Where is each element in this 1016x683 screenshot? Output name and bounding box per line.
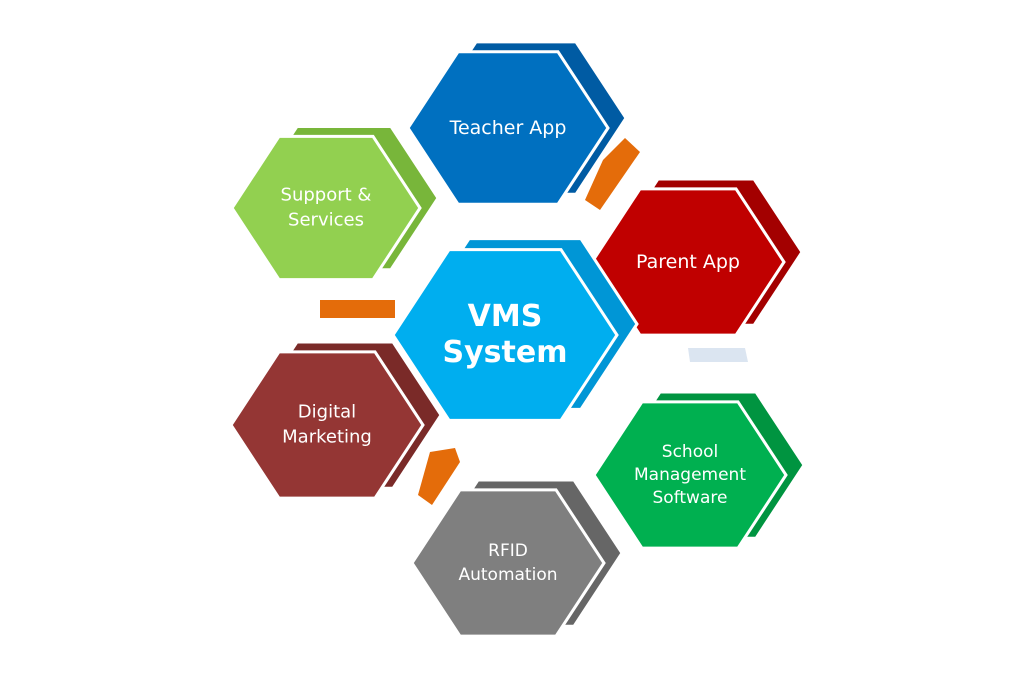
school-management-label-line: Management bbox=[634, 465, 746, 485]
digital-marketing-label-line: Marketing bbox=[282, 427, 372, 448]
parent-app-hexagon: Parent App bbox=[590, 177, 804, 337]
connector-2 bbox=[320, 300, 395, 318]
support-services-label-line: Support & bbox=[281, 185, 372, 206]
teacher-app-hexagon: Teacher App bbox=[406, 40, 628, 206]
digital-marketing-hexagon-face bbox=[229, 350, 425, 500]
connector-3 bbox=[418, 448, 460, 505]
school-management-label-line: School bbox=[662, 442, 718, 462]
rfid-automation-label-line: RFID bbox=[488, 541, 528, 561]
support-services-hexagon: Support & Services bbox=[230, 124, 440, 282]
parent-app-label-line: Parent App bbox=[636, 251, 740, 273]
support-services-label-line: Services bbox=[288, 210, 364, 231]
rfid-automation-label: RFID Automation bbox=[458, 541, 557, 585]
support-services-label: Support & Services bbox=[281, 185, 372, 231]
teacher-app-hexagon-face bbox=[406, 50, 610, 206]
school-management-label-line: Software bbox=[653, 488, 728, 508]
support-services-hexagon-face bbox=[230, 134, 422, 282]
rfid-automation-hexagon-face bbox=[410, 488, 606, 638]
school-management-hexagon-face bbox=[592, 400, 788, 550]
connector-4 bbox=[688, 348, 748, 362]
rfid-automation-hexagon: RFID Automation bbox=[410, 478, 624, 638]
center-label-line: System bbox=[443, 335, 568, 370]
connectors-layer bbox=[320, 138, 748, 505]
center-hexagon-face bbox=[391, 248, 619, 422]
digital-marketing-label-line: Digital bbox=[298, 402, 356, 423]
teacher-app-label-line: Teacher App bbox=[449, 117, 567, 139]
connector-1 bbox=[585, 138, 640, 210]
rfid-automation-label-line: Automation bbox=[458, 565, 557, 585]
teacher-app-label: Teacher App bbox=[449, 117, 567, 139]
parent-app-label: Parent App bbox=[636, 251, 740, 273]
center-label-line: VMS bbox=[468, 299, 543, 334]
